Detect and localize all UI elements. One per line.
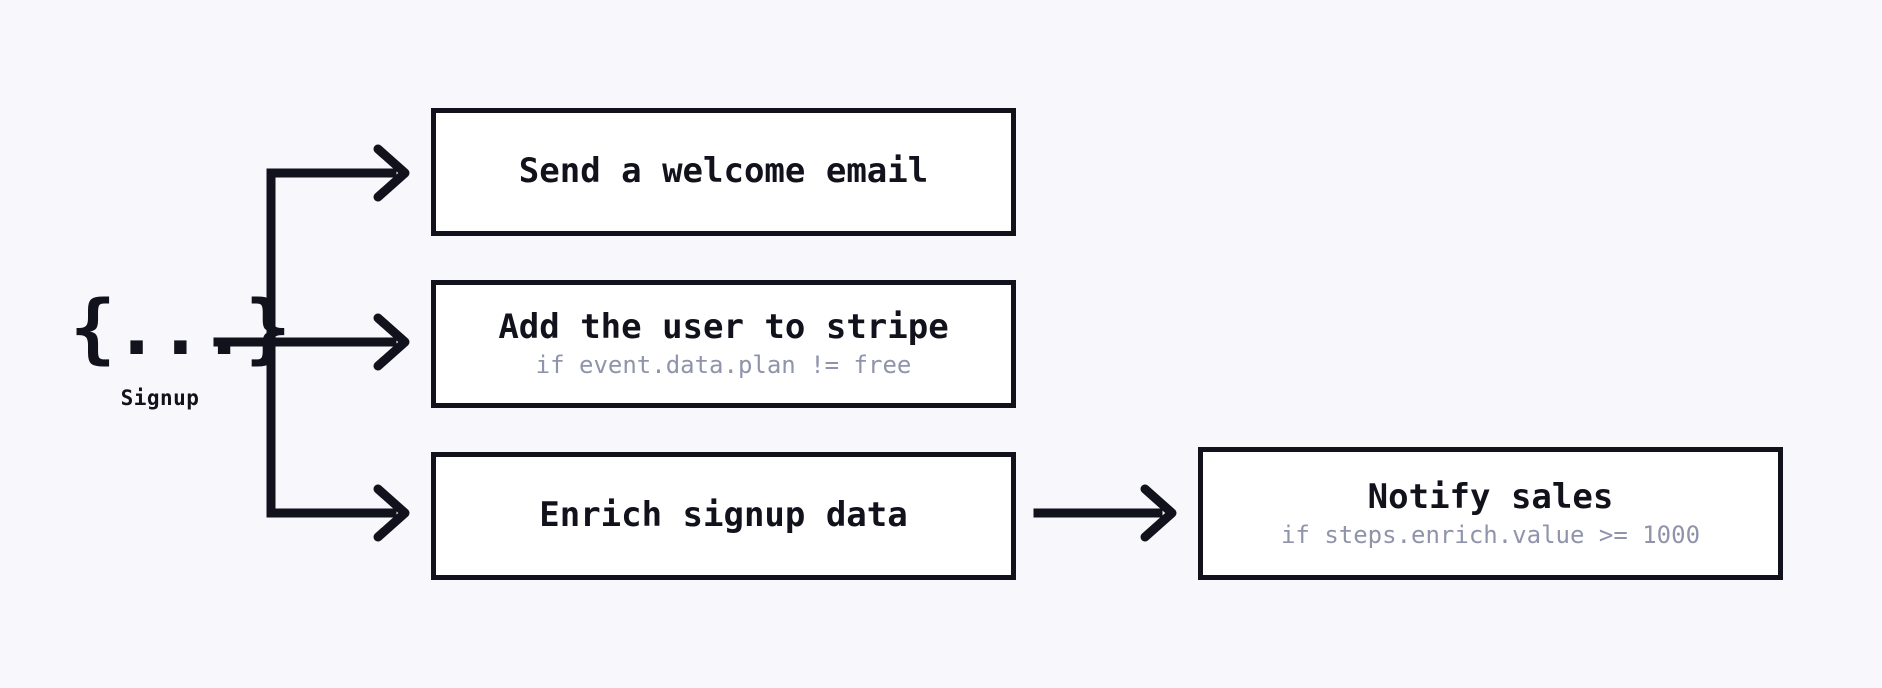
step-title: Add the user to stripe	[498, 307, 949, 348]
json-event-braces-icon: {...}	[70, 283, 291, 372]
step-condition: if steps.enrich.value >= 1000	[1280, 520, 1701, 549]
step-title: Send a welcome email	[518, 151, 929, 192]
step-card-enrich-data[interactable]: Enrich signup data	[431, 452, 1016, 580]
step-title: Enrich signup data	[539, 495, 908, 536]
step-condition: if event.data.plan != free	[535, 351, 912, 380]
trigger-node[interactable]: {...} Signup	[70, 283, 291, 411]
arrowhead-welcome-email	[373, 144, 410, 202]
step-card-add-to-stripe[interactable]: Add the user to stripe if event.data.pla…	[431, 280, 1016, 408]
step-card-welcome-email[interactable]: Send a welcome email	[431, 108, 1016, 236]
trigger-label: Signup	[120, 386, 200, 410]
arrowhead-notify-sales	[1140, 484, 1177, 542]
step-card-notify-sales[interactable]: Notify sales if steps.enrich.value >= 10…	[1198, 447, 1783, 580]
arrowhead-enrich-data	[373, 484, 410, 542]
step-title: Notify sales	[1367, 476, 1614, 517]
arrowhead-add-to-stripe	[373, 313, 410, 371]
